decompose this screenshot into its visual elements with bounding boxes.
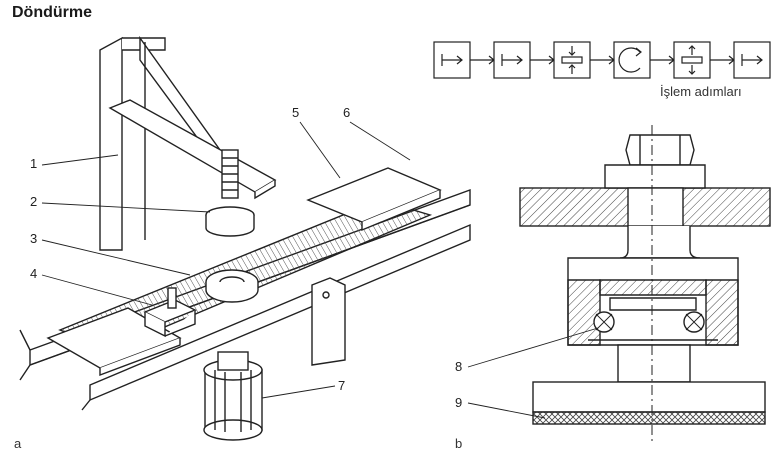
ring-workpiece	[205, 269, 259, 303]
step-connector	[590, 55, 615, 65]
panel-a-illustration	[19, 35, 471, 441]
bearing-housing	[567, 257, 739, 346]
callout-3: 3	[30, 231, 38, 246]
step-3-clamp-icon	[553, 41, 591, 79]
step-6-feed-arrow-icon	[733, 41, 771, 79]
panel-b-illustration	[467, 125, 771, 445]
callout-9: 9	[455, 395, 463, 410]
callout-4: 4	[30, 266, 38, 281]
column-frame	[99, 35, 222, 251]
callout-1: 1	[30, 156, 38, 171]
callout-6: 6	[343, 105, 351, 120]
step-1-feed-arrow-icon	[433, 41, 471, 79]
step-4-rotate-icon	[613, 41, 651, 79]
shaft	[617, 344, 691, 383]
step-5-unclamp-icon	[673, 41, 711, 79]
diagram-title: Döndürme	[12, 4, 92, 21]
callout-8: 8	[455, 359, 463, 374]
process-steps-label: İşlem adımları	[660, 84, 742, 99]
motor	[203, 351, 263, 441]
sensor-block	[143, 287, 197, 338]
rotating-head	[205, 149, 255, 237]
wheel-coating	[532, 411, 766, 425]
callout-7: 7	[338, 378, 346, 393]
step-connector	[470, 55, 495, 65]
callout-leaders-b	[467, 327, 599, 419]
process-steps	[433, 41, 771, 79]
panel-label-a: a	[14, 436, 22, 451]
bolt	[604, 134, 706, 259]
step-connector	[530, 55, 555, 65]
right-post	[311, 277, 346, 366]
callout-5: 5	[292, 105, 300, 120]
callout-leaders-a	[41, 121, 411, 399]
panel-label-b: b	[455, 436, 463, 451]
step-2-feed-arrow-icon	[493, 41, 531, 79]
step-connector	[710, 55, 735, 65]
step-connector	[650, 55, 675, 65]
callout-2: 2	[30, 194, 38, 209]
wheel-disc	[532, 381, 766, 413]
